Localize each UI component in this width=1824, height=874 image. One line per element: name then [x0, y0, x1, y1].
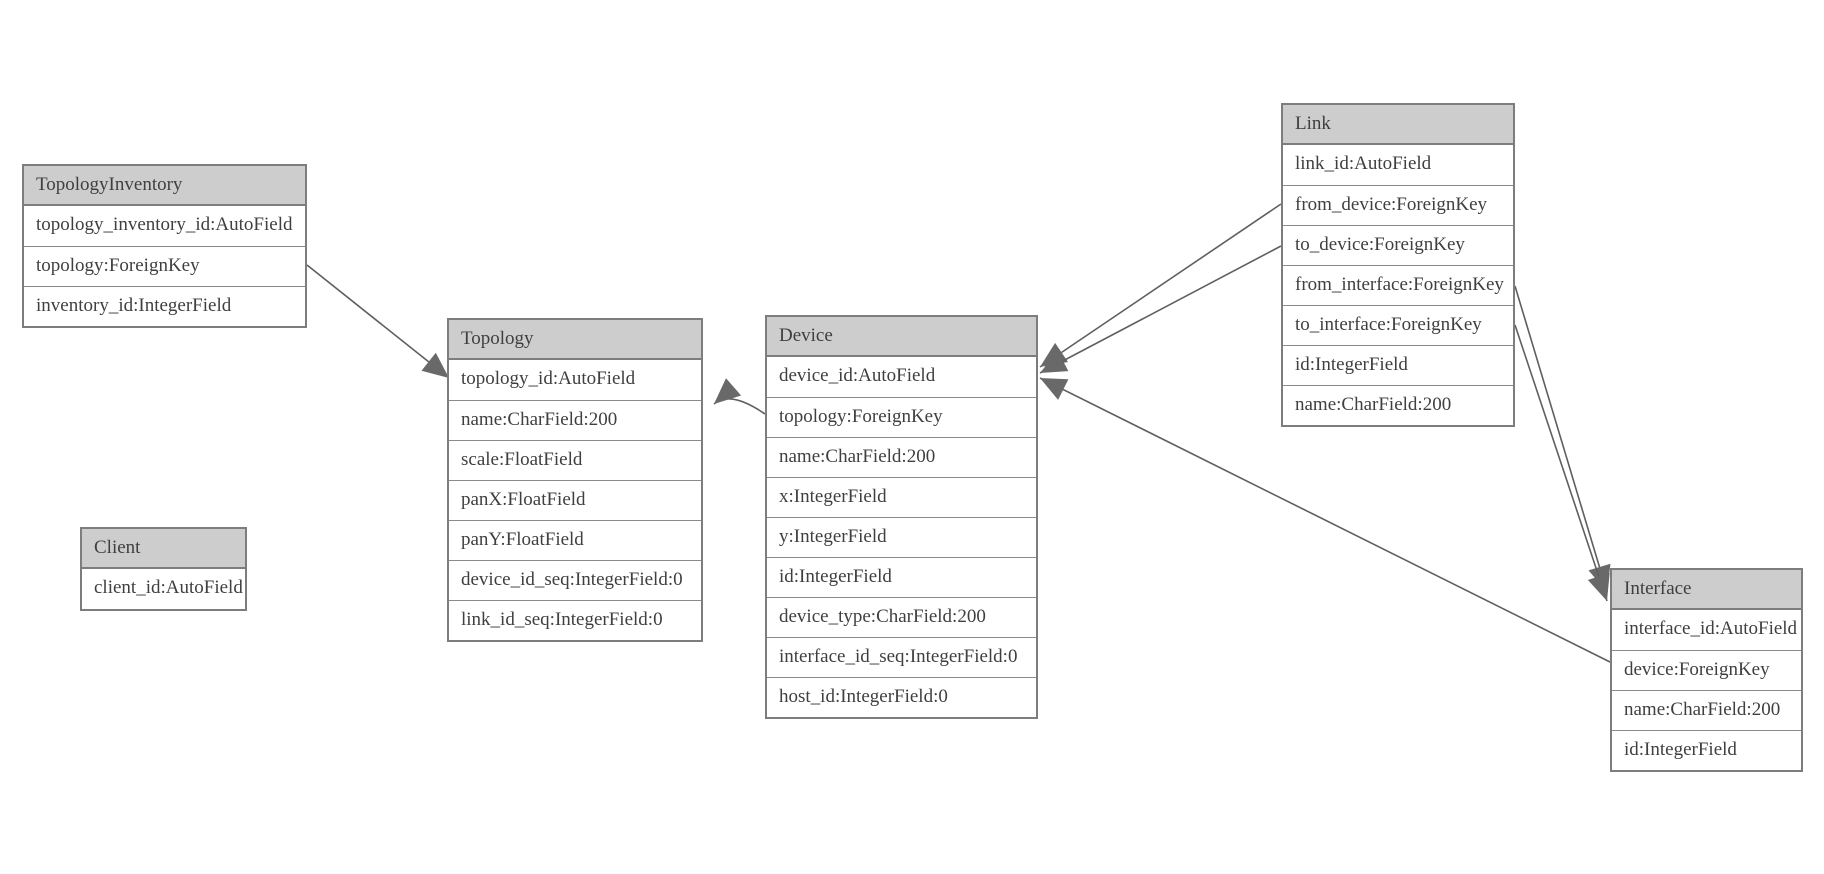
edge-line: [1514, 324, 1608, 602]
edge-arrowhead: [1040, 378, 1069, 400]
edge-link-to_device: [1039, 245, 1282, 374]
entity-field-row: to_device:ForeignKey: [1283, 225, 1513, 265]
edge-line: [306, 264, 450, 379]
edge-topologyinventory-topology: [306, 264, 450, 379]
entity-field-row: name:CharField:200: [767, 437, 1036, 477]
entity-field-row: scale:FloatField: [449, 440, 701, 480]
entity-header-client: Client: [82, 529, 245, 569]
entity-field-row: id:IntegerField: [767, 557, 1036, 597]
entity-field-row: device_id:AutoField: [767, 357, 1036, 397]
entity-field-row: inventory_id:IntegerField: [24, 286, 305, 326]
entity-field-row: topology:ForeignKey: [767, 397, 1036, 437]
edge-device-topology: [713, 378, 766, 415]
edge-link-from_interface: [1514, 285, 1611, 593]
entity-header-device: Device: [767, 317, 1036, 357]
edge-arrowhead: [421, 352, 449, 378]
edge-line: [1514, 285, 1608, 593]
entity-field-row: panY:FloatField: [449, 520, 701, 560]
entity-field-row: y:IntegerField: [767, 517, 1036, 557]
entity-field-row: client_id:AutoField: [82, 569, 245, 609]
entity-field-row: name:CharField:200: [1283, 385, 1513, 425]
entity-field-row: topology_inventory_id:AutoField: [24, 206, 305, 246]
entity-field-row: panX:FloatField: [449, 480, 701, 520]
edge-interface-device: [1039, 377, 1611, 663]
entity-field-row: host_id:IntegerField:0: [767, 677, 1036, 717]
edge-line: [1039, 203, 1282, 368]
entity-field-row: interface_id_seq:IntegerField:0: [767, 637, 1036, 677]
entity-field-row: name:CharField:200: [1612, 690, 1801, 730]
entity-field-row: interface_id:AutoField: [1612, 610, 1801, 650]
entity-field-row: link_id_seq:IntegerField:0: [449, 600, 701, 640]
entity-field-row: id:IntegerField: [1612, 730, 1801, 770]
entity-field-row: topology_id:AutoField: [449, 360, 701, 400]
entity-field-row: to_interface:ForeignKey: [1283, 305, 1513, 345]
entity-header-interface: Interface: [1612, 570, 1801, 610]
entity-field-row: device_type:CharField:200: [767, 597, 1036, 637]
entity-header-topology: Topology: [449, 320, 701, 360]
entity-field-row: device_id_seq:IntegerField:0: [449, 560, 701, 600]
edge-arrowhead: [1587, 572, 1610, 601]
edge-link-to_interface: [1514, 324, 1610, 602]
edge-line: [1039, 377, 1611, 663]
edge-arrowhead: [1040, 350, 1069, 373]
edge-line: [1039, 245, 1282, 374]
entity-field-row: from_device:ForeignKey: [1283, 185, 1513, 225]
entity-header-link: Link: [1283, 105, 1513, 145]
edge-link-from_device: [1039, 203, 1282, 368]
entity-header-topologyinventory: TopologyInventory: [24, 166, 305, 206]
entity-field-row: x:IntegerField: [767, 477, 1036, 517]
entity-field-row: link_id:AutoField: [1283, 145, 1513, 185]
edge-arrowhead: [714, 378, 742, 404]
entity-field-row: name:CharField:200: [449, 400, 701, 440]
entity-field-row: from_interface:ForeignKey: [1283, 265, 1513, 305]
entity-field-row: id:IntegerField: [1283, 345, 1513, 385]
entity-field-row: device:ForeignKey: [1612, 650, 1801, 690]
entity-field-row: topology:ForeignKey: [24, 246, 305, 286]
